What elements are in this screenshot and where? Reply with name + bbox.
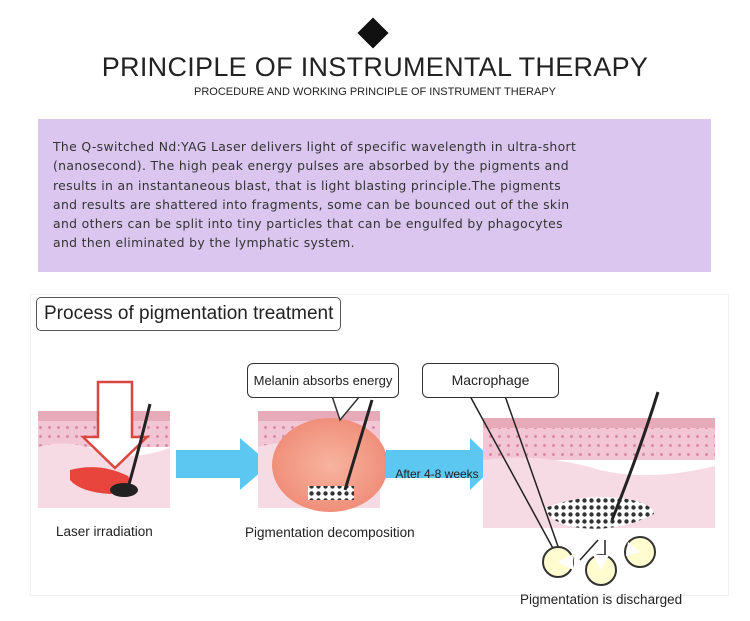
description-line: and results are shattered into fragments…	[53, 196, 570, 212]
macrophage-cells	[542, 536, 656, 586]
skin-section-2	[258, 399, 388, 512]
laser-arrow-icon	[70, 380, 152, 497]
description-line: results in an instantaneous blast, that …	[53, 177, 562, 193]
description-line: (nanosecond). The high peak energy pulse…	[53, 158, 569, 174]
blue-arrow-2	[386, 438, 497, 490]
description-box: The Q-switched Nd:YAG Laser delivers lig…	[38, 119, 711, 272]
description-line: The Q-switched Nd:YAG Laser delivers lig…	[53, 139, 577, 154]
macrophage-callout: Macrophage	[422, 363, 559, 398]
skin-section-3	[483, 391, 715, 529]
description-line: and others can be split into tiny partic…	[53, 216, 563, 232]
page-subtitle: PROCEDURE AND WORKING PRINCIPLE OF INSTR…	[193, 86, 557, 98]
macrophage-pointers	[469, 395, 631, 561]
blue-arrow-1	[176, 438, 270, 490]
caption-pigmentation-discharged: Pigmentation is discharged	[520, 592, 683, 607]
caption-laser-irradiation: Laser irradiation	[56, 524, 153, 539]
page-title: PRINCIPLE OF INSTRUMENTAL THERAPY	[101, 52, 649, 82]
caption-pigmentation-decomposition: Pigmentation decomposition	[245, 525, 415, 540]
process-label: Process of pigmentation treatment	[36, 297, 342, 331]
melanin-callout: Melanin absorbs energy	[247, 363, 399, 398]
weeks-label: After 4-8 weeks	[395, 467, 479, 481]
description-line: and then eliminated by the lymphatic sys…	[53, 235, 355, 251]
